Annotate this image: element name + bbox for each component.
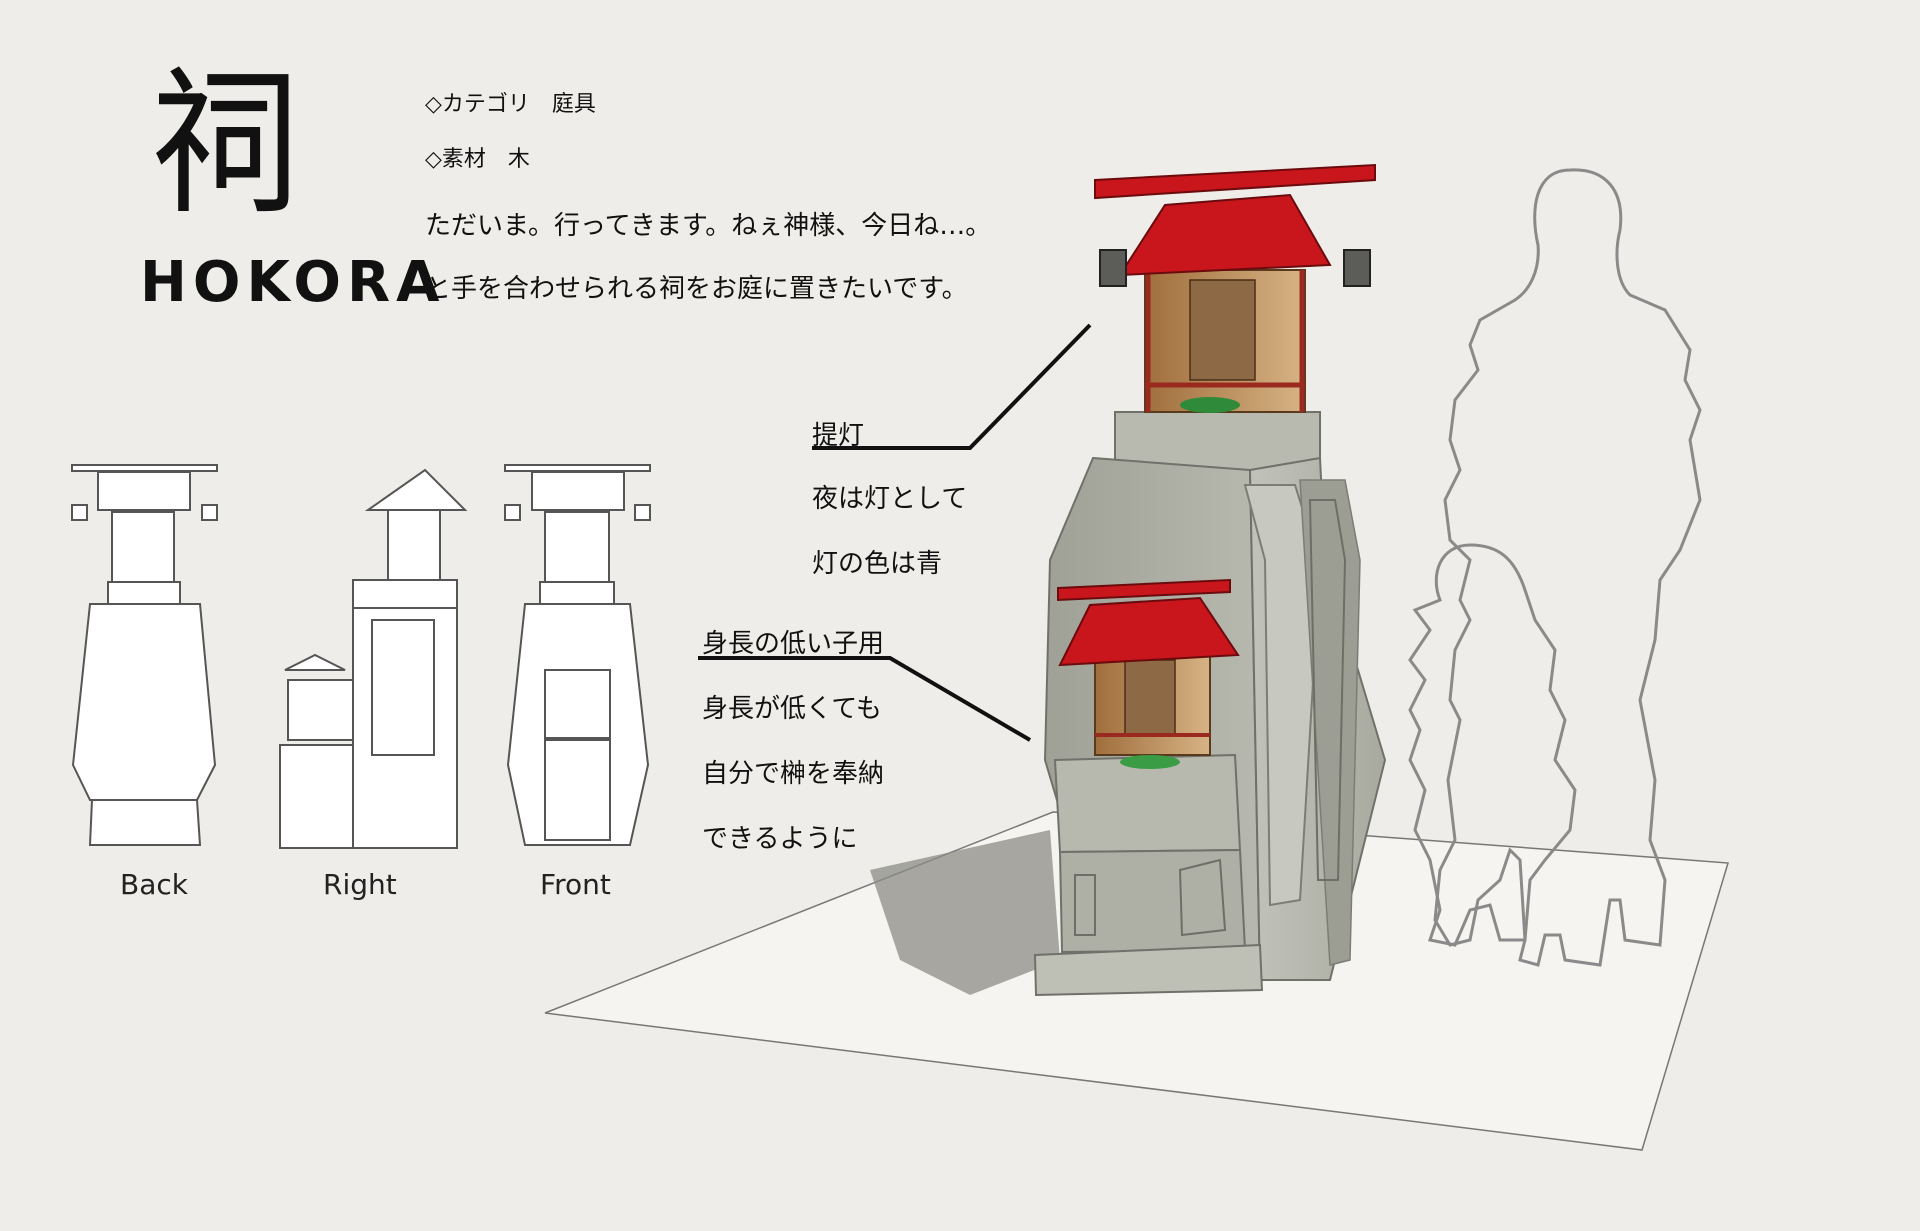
adult-silhouette: [1433, 168, 1702, 967]
annotation-lantern-line-2: 灯の色は青: [812, 549, 943, 579]
description-line-1: ただいま。行ってきます。ねぇ神様、今日ね…。: [425, 211, 992, 241]
annotation-lantern-line-1: 夜は灯として: [812, 484, 968, 514]
stone-base: [1033, 753, 1264, 997]
annotation-child-line-3: できるように: [702, 824, 858, 854]
child-silhouette: [1408, 543, 1577, 947]
child-shrine: [1057, 578, 1240, 769]
view-label-back: Back: [120, 868, 188, 901]
leader-lines: [698, 323, 1092, 742]
annotation-child-line-1: 身長が低くても: [702, 694, 882, 724]
annotation-child-heading: 身長の低い子用: [702, 629, 885, 659]
material-label: ◇素材 木: [425, 147, 530, 172]
title-romaji: HOKORA: [140, 250, 446, 315]
view-label-front: Front: [540, 868, 611, 901]
top-shrine: [1094, 163, 1376, 413]
title-kanji: 祠: [150, 53, 301, 237]
view-front-drawing: [504, 464, 651, 846]
description-line-2: と手を合わせられる祠をお庭に置きたいです。: [425, 274, 968, 304]
view-back-drawing: [71, 464, 218, 846]
annotation-child-line-2: 自分で榊を奉納: [702, 759, 885, 789]
view-label-right: Right: [323, 868, 397, 901]
view-right-drawing: [279, 468, 468, 849]
annotation-lantern-heading: 提灯: [812, 421, 865, 451]
category-label: ◇カテゴリ 庭具: [425, 92, 596, 117]
